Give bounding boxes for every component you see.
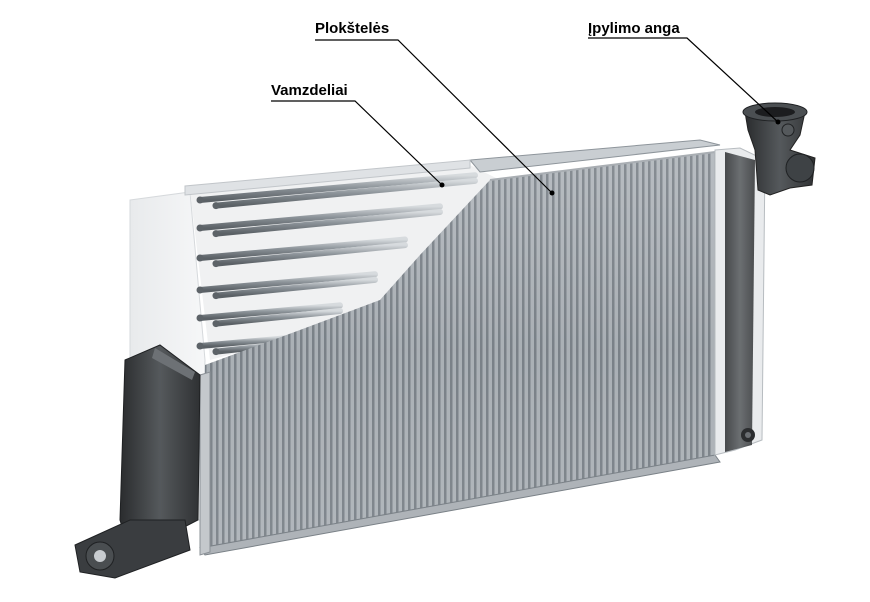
label-fins: Plokštelės [315,20,390,37]
tube-end [212,292,220,300]
tube [197,172,478,203]
tube-end [212,260,220,268]
leader-tubes [271,100,443,186]
leader-lines [271,37,781,196]
tube [197,302,343,321]
exposed-tubes [190,165,500,360]
tube [197,203,443,231]
leader-fins [315,39,553,194]
tube [197,271,378,293]
leader-fins-dot [549,190,555,196]
top-frame [184,139,721,196]
tube [213,177,478,209]
tube [213,276,378,299]
tube-end [196,224,204,232]
tube-end [212,230,220,238]
radiator-core [205,150,716,548]
leader-inlet-dot [775,119,781,125]
label-tubes: Vamzdeliai [271,82,348,99]
tube-end [196,286,204,294]
tube [213,308,343,327]
tube-end [196,342,204,350]
tube [197,236,408,261]
mounting-bracket [74,519,191,579]
bottom-frame [199,371,721,556]
tube [213,242,408,267]
left-tank [74,344,201,579]
tube-end [196,196,204,204]
tube-end [212,348,220,356]
leader-inlet [588,37,779,123]
tube-end [196,254,204,262]
tube-end [196,314,204,322]
right-tank [714,147,766,456]
tube [213,209,443,237]
leader-tubes-dot [439,182,445,188]
label-filler-neck: Įpylimo anga [588,20,680,37]
tube-end [212,320,220,328]
tube-end [212,202,220,210]
drain-plug [741,428,755,442]
